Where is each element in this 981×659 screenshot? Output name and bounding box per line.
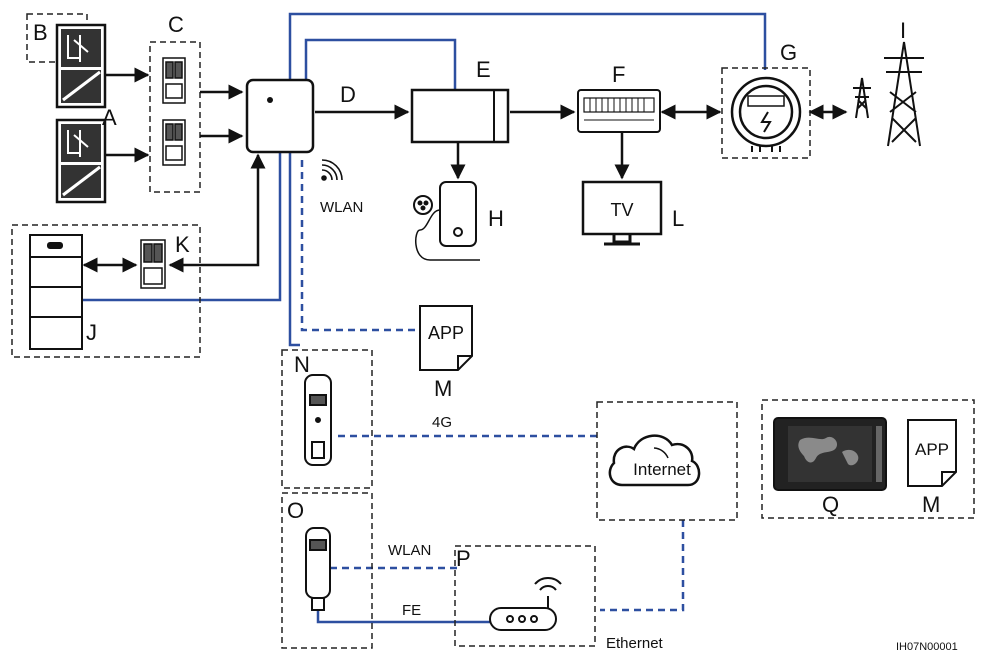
grid-towers bbox=[853, 41, 924, 147]
label-b: B bbox=[33, 20, 48, 45]
distribution-box bbox=[577, 89, 661, 133]
fe-label: FE bbox=[402, 602, 421, 619]
label-j: J bbox=[86, 320, 97, 345]
label-n: N bbox=[294, 352, 310, 377]
label-o: O bbox=[287, 498, 304, 523]
dc-switch-2 bbox=[162, 119, 186, 166]
dc-switch-1 bbox=[162, 57, 186, 104]
pv-module-1 bbox=[55, 23, 107, 109]
tv-text: TV bbox=[610, 200, 633, 220]
label-i: I bbox=[900, 18, 906, 43]
dashed-wireless-lines bbox=[300, 160, 685, 612]
label-k: K bbox=[175, 232, 190, 257]
internet-cloud: Internet bbox=[608, 434, 701, 487]
4g-label: 4G bbox=[432, 414, 452, 431]
monitoring-screen bbox=[773, 417, 887, 491]
app-text-2: APP bbox=[915, 440, 949, 459]
internet-text: Internet bbox=[633, 460, 691, 479]
app-text: APP bbox=[428, 323, 464, 343]
wlan-label-top: WLAN bbox=[320, 199, 363, 216]
label-m2: M bbox=[922, 492, 940, 517]
app-icon: APP bbox=[419, 305, 473, 371]
figure-id: IH07N00001 bbox=[896, 641, 958, 653]
battery bbox=[29, 234, 83, 350]
tv: TV bbox=[581, 180, 663, 246]
router bbox=[489, 577, 562, 631]
power-arrows bbox=[82, 67, 848, 273]
label-g: G bbox=[780, 40, 797, 65]
water-heater bbox=[413, 181, 480, 261]
wlan-fe-dongle bbox=[305, 527, 331, 611]
label-c: C bbox=[168, 12, 184, 37]
pv-module-2 bbox=[55, 118, 107, 204]
ethernet-label: Ethernet bbox=[606, 635, 664, 652]
label-l: L bbox=[672, 206, 684, 231]
smart-meter bbox=[730, 76, 802, 152]
inverter bbox=[245, 78, 315, 154]
text-labels: WLAN 4G WLAN FE Ethernet IH07N00001 bbox=[320, 199, 958, 653]
label-q: Q bbox=[822, 492, 839, 517]
wlan-label-bottom: WLAN bbox=[388, 542, 431, 559]
battery-switch bbox=[140, 239, 166, 289]
label-m: M bbox=[434, 376, 452, 401]
app-icon-2: APP bbox=[907, 419, 957, 487]
label-f: F bbox=[612, 62, 625, 87]
4g-dongle bbox=[304, 374, 332, 466]
label-a: A bbox=[102, 105, 117, 130]
label-d: D bbox=[340, 82, 356, 107]
wifi-icon bbox=[321, 159, 343, 181]
power-sensor-box bbox=[410, 88, 510, 144]
label-e: E bbox=[476, 57, 491, 82]
label-h: H bbox=[488, 206, 504, 231]
label-p: P bbox=[456, 546, 471, 571]
letter-labels: A B C D E F G H I J K L M M N O P Q bbox=[33, 12, 940, 571]
